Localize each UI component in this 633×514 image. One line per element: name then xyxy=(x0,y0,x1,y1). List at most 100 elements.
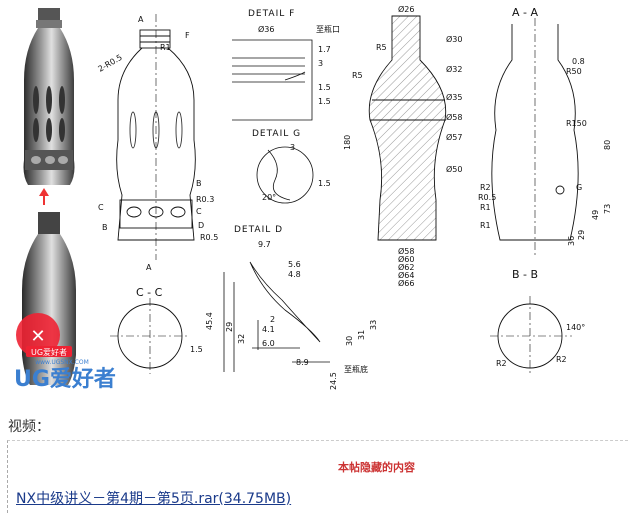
logo-text: UG爱好者 xyxy=(14,366,116,392)
logo-badge-text: UG爱好者 xyxy=(31,347,67,357)
svg-text:5.6: 5.6 xyxy=(288,260,301,269)
logo-url: www.UGSNX.COM xyxy=(35,359,89,366)
svg-text:R0.5: R0.5 xyxy=(200,233,218,242)
svg-text:1.5: 1.5 xyxy=(318,83,331,92)
svg-text:1.5: 1.5 xyxy=(318,179,331,188)
svg-text:2: 2 xyxy=(270,315,275,324)
svg-text:30: 30 xyxy=(345,336,354,346)
section-cc-title: C - C xyxy=(136,286,163,299)
section-aa-view xyxy=(491,18,579,255)
svg-text:45.4: 45.4 xyxy=(205,312,214,330)
section-cc-view xyxy=(110,298,190,374)
ug-logo: ✕ UG爱好者 UG爱好者 www.UGSNX.COM xyxy=(14,313,116,392)
svg-text:Ø32: Ø32 xyxy=(446,64,462,74)
front-view xyxy=(116,14,196,260)
svg-text:Ø26: Ø26 xyxy=(398,4,414,14)
section-hatched-dims: Ø26 R5 Ø30 Ø32 Ø35 Ø58 Ø57 Ø50 180 Ø58 Ø… xyxy=(343,4,462,288)
svg-text:24.5: 24.5 xyxy=(329,372,338,390)
svg-text:R5: R5 xyxy=(376,43,387,52)
svg-text:1.7: 1.7 xyxy=(318,45,331,54)
svg-text:R1: R1 xyxy=(160,43,171,52)
svg-text:32: 32 xyxy=(237,334,246,344)
svg-text:4.8: 4.8 xyxy=(288,270,301,279)
svg-text:0.8: 0.8 xyxy=(572,57,585,66)
svg-text:9.7: 9.7 xyxy=(258,240,271,249)
arrow-up-icon xyxy=(39,188,49,196)
svg-text:1.5: 1.5 xyxy=(190,345,203,354)
section-aa-title: A - A xyxy=(512,6,538,19)
svg-text:4.1: 4.1 xyxy=(262,325,275,334)
svg-text:R1: R1 xyxy=(480,203,491,212)
svg-text:Ø64: Ø64 xyxy=(398,270,414,280)
hidden-content-box xyxy=(7,440,628,513)
svg-text:R50: R50 xyxy=(566,67,582,76)
section-hatched-view xyxy=(368,15,447,241)
svg-text:3: 3 xyxy=(318,59,323,68)
svg-text:Ø30: Ø30 xyxy=(446,34,462,44)
svg-text:2-R0.5: 2-R0.5 xyxy=(97,53,124,74)
detail-f-view xyxy=(232,39,313,121)
svg-text:A: A xyxy=(138,15,144,24)
svg-text:B: B xyxy=(196,179,202,188)
section-aa-dims: R50 R1 R1 R0.5 R2 G 0.8 R150 80 49 73 29… xyxy=(478,57,612,246)
svg-text:R2: R2 xyxy=(496,359,507,368)
svg-text:R0.3: R0.3 xyxy=(196,195,214,204)
section-bb-title: B - B xyxy=(512,268,538,281)
svg-text:G: G xyxy=(576,183,582,192)
svg-text:A: A xyxy=(146,263,152,272)
svg-text:R2: R2 xyxy=(556,355,567,364)
svg-text:R5: R5 xyxy=(352,71,363,80)
svg-text:D: D xyxy=(198,221,204,230)
svg-text:29: 29 xyxy=(225,322,234,332)
bottle-render-top xyxy=(23,8,75,185)
svg-text:Ø58: Ø58 xyxy=(398,246,414,256)
svg-text:73: 73 xyxy=(603,204,612,214)
svg-text:1.5: 1.5 xyxy=(318,97,331,106)
svg-text:49: 49 xyxy=(591,210,600,220)
svg-text:至瓶口: 至瓶口 xyxy=(316,24,340,34)
front-view-dims: R1 F A 2-R0.5 B C R0.3 R0.5 D A C B xyxy=(97,15,219,272)
svg-text:B: B xyxy=(102,223,108,232)
svg-text:31: 31 xyxy=(357,330,366,340)
svg-text:29: 29 xyxy=(577,230,586,240)
svg-text:R2: R2 xyxy=(480,183,491,192)
detail-d-view xyxy=(223,261,330,372)
svg-text:6.0: 6.0 xyxy=(262,339,275,348)
detail-g-dims: 3 1.5 20° xyxy=(262,143,331,202)
detail-f-dims: Ø36 1.7 3 1.5 1.5 至瓶口 xyxy=(258,24,340,106)
svg-text:R0.5: R0.5 xyxy=(478,193,496,202)
svg-text:8.9: 8.9 xyxy=(296,358,309,367)
svg-text:F: F xyxy=(185,31,190,40)
svg-text:R150: R150 xyxy=(566,119,587,128)
attachment-download-link[interactable]: NX中级讲义－第4期－第5页.rar(34.75MB) xyxy=(16,491,292,507)
svg-text:180: 180 xyxy=(343,135,352,150)
bottle-drawing-figure: ✕ UG爱好者 UG爱好者 www.UGSNX.COM R1 F A 2-R0.… xyxy=(14,4,612,392)
svg-text:20°: 20° xyxy=(262,193,276,202)
section-bb-view xyxy=(490,296,572,376)
svg-text:C: C xyxy=(196,207,202,216)
section-bb-dims: 140° R2 R2 xyxy=(496,323,585,368)
svg-text:Ø35: Ø35 xyxy=(446,92,462,102)
svg-text:至瓶底: 至瓶底 xyxy=(344,364,368,374)
svg-text:R1: R1 xyxy=(480,221,491,230)
video-label: 视频： xyxy=(8,419,50,435)
detail-d-title: DETAIL D xyxy=(234,225,283,235)
svg-text:80: 80 xyxy=(603,140,612,150)
svg-text:C: C xyxy=(98,203,104,212)
svg-text:Ø57: Ø57 xyxy=(446,132,462,142)
svg-text:140°: 140° xyxy=(566,323,585,332)
svg-text:Ø66: Ø66 xyxy=(398,278,414,288)
svg-text:Ø62: Ø62 xyxy=(398,262,414,272)
detail-d-dims: 9.7 5.6 4.8 4.1 6.0 45.4 29 32 2 33 31 3… xyxy=(190,240,378,390)
svg-text:Ø50: Ø50 xyxy=(446,164,462,174)
detail-f-title: DETAIL F xyxy=(248,9,295,19)
svg-text:✕: ✕ xyxy=(30,326,45,347)
svg-text:Ø58: Ø58 xyxy=(446,112,462,122)
svg-text:Ø60: Ø60 xyxy=(398,254,414,264)
svg-text:36: 36 xyxy=(567,236,576,246)
detail-g-view xyxy=(256,146,314,204)
hidden-content-notice: 本帖隐藏的内容 xyxy=(338,461,415,474)
detail-g-title: DETAIL G xyxy=(252,129,301,139)
svg-text:3: 3 xyxy=(290,143,295,152)
svg-text:33: 33 xyxy=(369,320,378,330)
